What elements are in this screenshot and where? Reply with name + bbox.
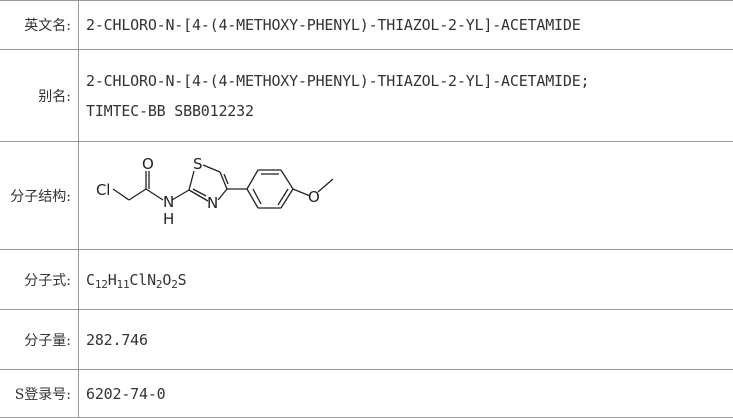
atom-n-ring: N: [207, 194, 218, 212]
formula-h-count: 11: [117, 278, 130, 291]
atom-cl: Cl: [96, 181, 110, 199]
atom-s: S: [193, 155, 202, 173]
atom-o-ether: O: [308, 188, 320, 206]
english-name-label: 英文名:: [0, 1, 79, 50]
row-aliases: 别名: 2-CHLORO-N-[4-(4-METHOXY-PHENYL)-THI…: [0, 50, 733, 142]
atom-o-carbonyl: O: [142, 155, 154, 173]
alias-line-1: 2-CHLORO-N-[4-(4-METHOXY-PHENYL)-THIAZOL…: [86, 66, 733, 96]
alias-line-2: TIMTEC-BB SBB012232: [86, 96, 733, 126]
structure-label: 分子结构:: [0, 142, 79, 250]
row-cas: S登录号: 6202-74-0: [0, 370, 733, 418]
weight-label: 分子量:: [0, 310, 79, 370]
aliases-value: 2-CHLORO-N-[4-(4-METHOXY-PHENYL)-THIAZOL…: [79, 50, 733, 142]
formula-c: C: [86, 271, 95, 289]
molecule-structure-image: Cl O N H S N O: [86, 151, 386, 241]
formula-o: O: [162, 271, 171, 289]
cas-label: S登录号:: [0, 370, 79, 418]
row-formula: 分子式: C12H11ClN2O2S: [0, 250, 733, 310]
english-name-value: 2-CHLORO-N-[4-(4-METHOXY-PHENYL)-THIAZOL…: [79, 1, 733, 50]
row-weight: 分子量: 282.746: [0, 310, 733, 370]
formula-s: S: [178, 271, 187, 289]
cas-value: 6202-74-0: [79, 370, 733, 418]
formula-h: H: [108, 271, 117, 289]
atom-h-amide: H: [163, 210, 174, 228]
aliases-label: 别名:: [0, 50, 79, 142]
structure-cell: Cl O N H S N O: [79, 142, 733, 250]
formula-value: C12H11ClN2O2S: [79, 250, 733, 310]
weight-value: 282.746: [79, 310, 733, 370]
atom-n-amide: N: [163, 193, 174, 211]
formula-c-count: 12: [95, 278, 108, 291]
formula-label: 分子式:: [0, 250, 79, 310]
row-english-name: 英文名: 2-CHLORO-N-[4-(4-METHOXY-PHENYL)-TH…: [0, 1, 733, 50]
formula-cln: ClN: [129, 271, 156, 289]
row-structure: 分子结构:: [0, 142, 733, 250]
